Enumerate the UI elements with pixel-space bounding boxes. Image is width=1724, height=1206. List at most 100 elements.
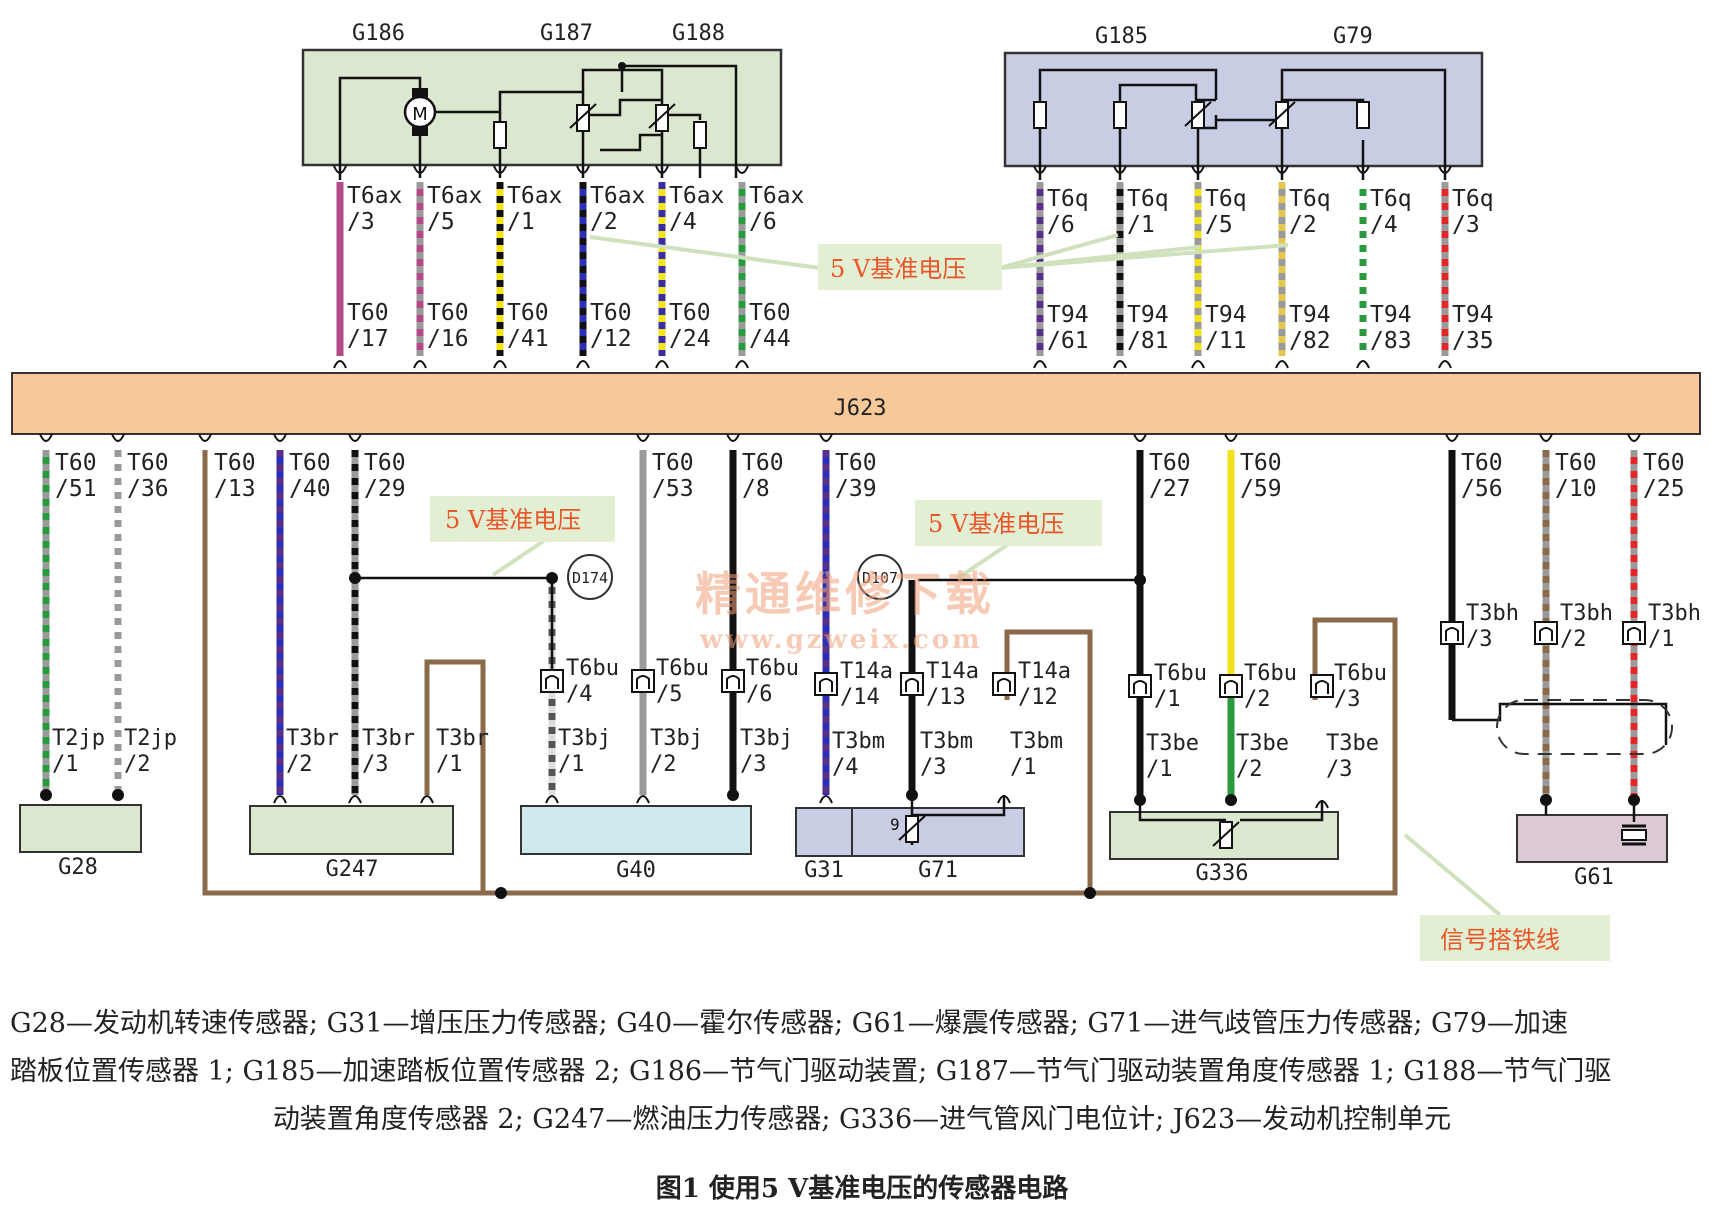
pin-label: T6ax bbox=[427, 183, 482, 209]
resistor-icon bbox=[1113, 101, 1127, 129]
pin-label: T60 bbox=[289, 450, 331, 476]
pin-number: /8 bbox=[742, 476, 770, 502]
terminal-icon bbox=[413, 360, 427, 369]
ground-point-d107: D107 bbox=[857, 554, 903, 600]
connector-plug-icon bbox=[992, 672, 1016, 696]
pin-number: /4 bbox=[832, 755, 859, 780]
terminal-icon bbox=[198, 433, 212, 442]
component-g28: G28 bbox=[19, 804, 142, 880]
callout-ref-voltage-left: 5 V基准电压 bbox=[430, 496, 615, 577]
pin-label: T6ax bbox=[590, 183, 645, 209]
terminal-icon bbox=[1224, 433, 1238, 442]
pin-label: T60 bbox=[835, 450, 877, 476]
terminal-icon bbox=[545, 795, 559, 804]
connector-plug-icon bbox=[1440, 621, 1464, 645]
connector-plug-icon bbox=[631, 669, 655, 693]
terminal-icon bbox=[333, 165, 347, 174]
terminal-icon bbox=[1113, 360, 1127, 369]
pin-number: /1 bbox=[1648, 627, 1675, 652]
pin-number: /4 bbox=[1370, 212, 1398, 238]
svg-text:G71: G71 bbox=[918, 858, 958, 883]
connector-plug-icon bbox=[1128, 674, 1152, 698]
pin-number: /13 bbox=[926, 685, 966, 710]
component-g40: G40 bbox=[520, 805, 752, 883]
svg-text:M: M bbox=[412, 104, 428, 125]
pin-number: /1 bbox=[558, 752, 585, 777]
pin-number: /39 bbox=[835, 476, 877, 502]
pin-number: /1 bbox=[436, 752, 463, 777]
pin-label: T6q bbox=[1289, 186, 1331, 212]
connector-plug-icon bbox=[1219, 674, 1243, 698]
pin-label: T6bu bbox=[566, 656, 619, 681]
pin-number: /1 bbox=[1146, 757, 1173, 782]
svg-text:5 V基准电压: 5 V基准电压 bbox=[830, 255, 966, 283]
pin-number: /2 bbox=[650, 752, 677, 777]
pin-label: T94 bbox=[1127, 302, 1169, 328]
pin-number: /59 bbox=[1240, 476, 1282, 502]
pin-number: /4 bbox=[566, 682, 593, 707]
pin-number: /6 bbox=[746, 682, 773, 707]
component-g61: G61 bbox=[1516, 800, 1668, 890]
pin-label: T6bu bbox=[746, 656, 799, 681]
terminal-icon bbox=[1275, 360, 1289, 369]
pin-number: /1 bbox=[1010, 755, 1037, 780]
pin-number: /2 bbox=[1236, 757, 1263, 782]
terminal-icon bbox=[576, 360, 590, 369]
connector-labels: T60/51T60/36T60/13T60/40T60/29T60/53T60/… bbox=[52, 450, 1701, 782]
wiring-diagram: .lbl{font-family:"DejaVu Sans Mono",mono… bbox=[11, 21, 1701, 961]
svg-text:信号搭铁线: 信号搭铁线 bbox=[1440, 926, 1560, 954]
pin-label: T6bu bbox=[1244, 661, 1297, 686]
terminal-icon bbox=[1438, 165, 1452, 174]
pin-number: /13 bbox=[214, 476, 256, 502]
pin-label: T3bm bbox=[1010, 729, 1063, 754]
pin-number: /2 bbox=[590, 209, 618, 235]
pin-label: T3br bbox=[286, 726, 339, 751]
terminal-dot bbox=[40, 789, 52, 801]
pin-label: T60 bbox=[364, 450, 406, 476]
terminal-icon bbox=[636, 433, 650, 442]
svg-text:5 V基准电压: 5 V基准电压 bbox=[928, 510, 1064, 538]
pin-number: /2 bbox=[1560, 627, 1587, 652]
terminal-icon bbox=[636, 795, 650, 804]
pin-number: /27 bbox=[1149, 476, 1191, 502]
pin-number: /16 bbox=[427, 326, 469, 352]
terminal-icon bbox=[726, 433, 740, 442]
pin-label: T6ax bbox=[669, 183, 724, 209]
terminal-icon bbox=[493, 165, 507, 174]
pin-number: /3 bbox=[1466, 627, 1493, 652]
terminal-icon bbox=[1033, 360, 1047, 369]
pin-label: T60 bbox=[1461, 450, 1503, 476]
component-g336: G336 bbox=[1109, 800, 1339, 886]
svg-text:D174: D174 bbox=[572, 569, 608, 587]
throttle-wire-bundle: T6ax/3T60/17T6ax/5T60/16T6ax/1T60/41T6ax… bbox=[333, 165, 804, 369]
svg-text:G247: G247 bbox=[326, 857, 379, 882]
ecu-label: J623 bbox=[834, 396, 887, 421]
pin-label: T3bj bbox=[558, 726, 611, 751]
resistor-icon bbox=[1033, 101, 1047, 129]
pin-number: /25 bbox=[1643, 476, 1685, 502]
terminal-icon bbox=[420, 795, 434, 804]
pin-label: T14a bbox=[1018, 659, 1071, 684]
pin-label: T60 bbox=[427, 300, 469, 326]
pin-label: T60 bbox=[127, 450, 169, 476]
callout-signal-ground: 信号搭铁线 bbox=[1403, 833, 1610, 961]
potentiometer-icon bbox=[655, 104, 669, 132]
pin-label: T60 bbox=[590, 300, 632, 326]
svg-text:G28: G28 bbox=[58, 855, 98, 880]
svg-text:G336: G336 bbox=[1196, 861, 1249, 886]
terminal-icon bbox=[333, 360, 347, 369]
knock-sensor-icon bbox=[1621, 824, 1647, 846]
pin-number: /6 bbox=[749, 209, 777, 235]
terminal-icon bbox=[1113, 165, 1127, 174]
terminal-icon bbox=[1445, 433, 1459, 442]
pin-label: T3bj bbox=[740, 726, 793, 751]
terminal-icon bbox=[735, 165, 749, 174]
connector-plug-icon bbox=[540, 669, 564, 693]
pin-number: /5 bbox=[656, 682, 683, 707]
watermark: 精通维修下载 www.gzweix.com bbox=[695, 567, 991, 655]
terminal-dot bbox=[1225, 794, 1237, 806]
svg-text:9: 9 bbox=[890, 815, 900, 834]
pin-number: /3 bbox=[1452, 212, 1480, 238]
callout-ref-voltage-top: 5 V基准电压 bbox=[589, 233, 1289, 290]
pin-label: T3bh bbox=[1466, 601, 1519, 626]
